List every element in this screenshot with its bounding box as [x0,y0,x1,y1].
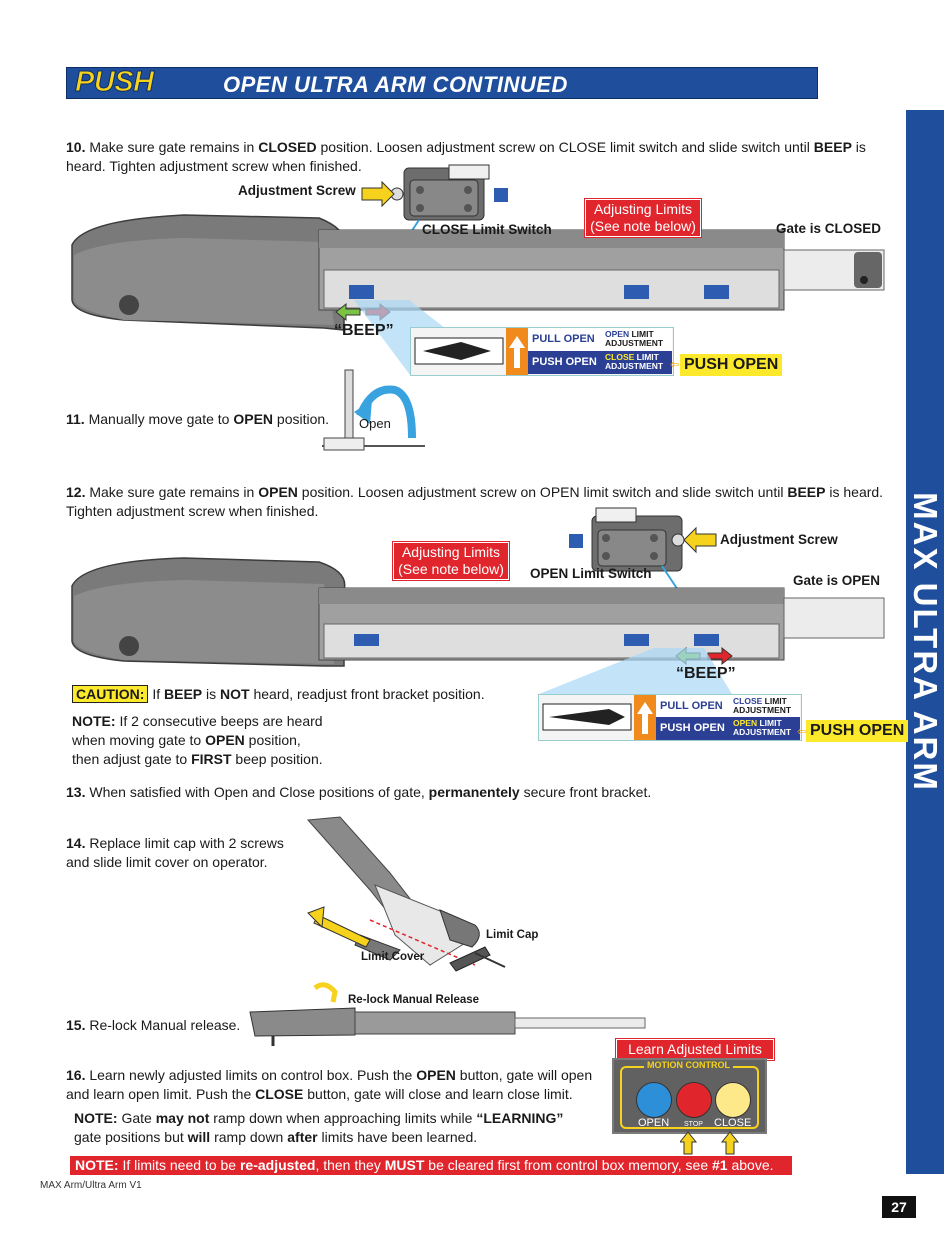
step-15-text: 15. Re-lock Manual release. [66,1017,241,1033]
beep-label-1: “BEEP” [334,322,394,339]
note-consecutive-beeps: NOTE: If 2 consecutive beeps are heard w… [72,713,323,767]
document-footer: MAX Arm/Ultra Arm V1 [40,1180,142,1191]
press-arrows [680,1131,740,1155]
learn-limits-title: Learn Adjusted Limits [615,1038,775,1061]
note-clear-memory: NOTE: If limits need to be re-adjusted, … [70,1156,792,1175]
step-13-text: 13. When satisfied with Open and Close p… [66,784,652,800]
caution-label: CAUTION: [72,685,149,703]
left-arrow-icon: ⇦ [670,359,680,371]
open-label: Open [359,416,391,431]
limit-cover-label: Limit Cover [361,951,425,963]
gate-open-arrow-illustration [322,369,425,451]
step-16-text: 16. Learn newly adjusted limits on contr… [66,1067,593,1102]
up-arrow-icon [506,328,528,375]
beep-label-2: “BEEP” [676,665,736,682]
operator-open-illustration [71,507,885,694]
relock-release-illustration [249,982,646,1046]
close-button[interactable] [715,1082,751,1118]
adjustment-screw-label-1: Adjustment Screw [238,183,356,198]
close-button-label: CLOSE [714,1117,752,1129]
left-arrow-icon: ⇦ [797,726,807,738]
adjustment-screw-label-2: Adjustment Screw [720,532,838,547]
bracket-illustration [414,337,504,365]
gate-open-label: Gate is OPEN [793,573,881,588]
limit-cap-illustration [306,816,506,972]
bracket-illustration [542,703,632,731]
page-number: 27 [882,1196,916,1218]
side-tab: MAX ULTRA ARM [906,110,944,1174]
stop-button[interactable] [676,1082,712,1118]
side-tab-title: MAX ULTRA ARM [907,492,944,792]
push-open-badge-2: PUSH OPEN [806,720,909,742]
banner-title: OPEN ULTRA ARM CONTINUED [223,72,568,97]
relock-label: Re-lock Manual Release [348,994,480,1006]
section-banner: PUSH OPEN ULTRA ARM CONTINUED [66,66,818,99]
step-12-text: 12. Make sure gate remains in OPEN posit… [66,484,884,519]
up-arrow-icon [634,695,656,740]
adjusting-limits-callout-2: Adjusting Limits(See note below) [392,541,510,581]
open-limit-switch-label: OPEN Limit Switch [530,566,652,581]
open-button-label: OPEN [638,1117,670,1129]
limit-cap-label: Limit Cap [486,929,539,941]
stop-button-label: STOP [684,1121,703,1128]
caution-text: CAUTION: If BEEP is NOT heard, readjust … [72,685,485,704]
step-10-text: 10. Make sure gate remains in CLOSED pos… [66,139,866,174]
open-button[interactable] [636,1082,672,1118]
step-11-text: 11. Manually move gate to OPEN position. [66,411,330,427]
motion-control-box: MOTION CONTROL OPEN STOP CLOSE [612,1058,767,1134]
gate-closed-label: Gate is CLOSED [776,221,882,236]
push-open-badge-1: PUSH OPEN [680,354,783,376]
close-limit-switch-label: CLOSE Limit Switch [422,222,552,237]
note-learning: NOTE: Gate may not ramp down when approa… [74,1110,564,1145]
adjusting-limits-callout-1: Adjusting Limits(See note below) [584,198,702,238]
motion-control-header: MOTION CONTROL [644,1060,733,1070]
step-number: 10. [66,139,86,155]
banner-push-word: PUSH [75,66,155,99]
